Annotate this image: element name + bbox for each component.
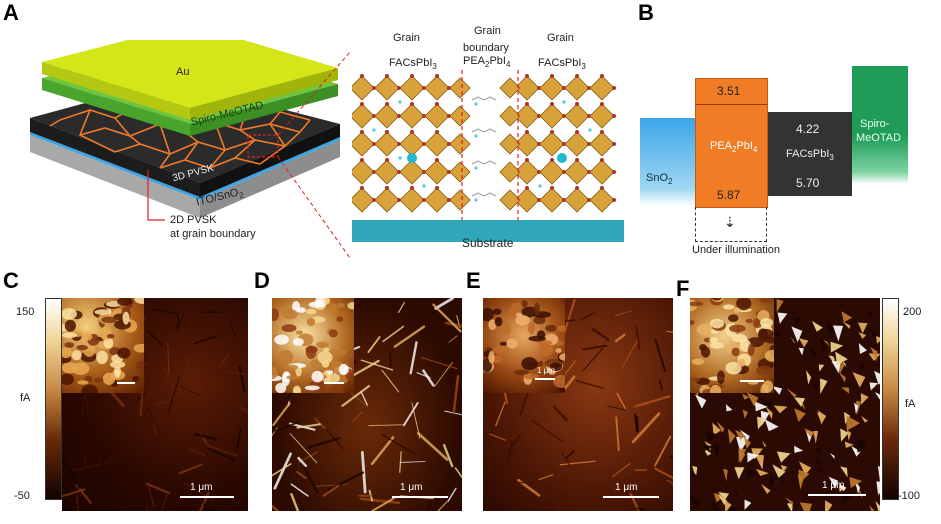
colorbar-right-max: 200	[903, 306, 922, 318]
scalebar-label-f: 1 μm	[822, 480, 845, 491]
scalebar-f	[808, 494, 866, 496]
grain-boundary-label-top: Grain	[474, 25, 501, 37]
substrate-label: Substrate	[462, 236, 514, 250]
scalebar-label-e: 1 μm	[615, 482, 638, 493]
inset-scalebar-f	[740, 380, 764, 382]
spiro-front-face	[42, 78, 190, 136]
grain-right-label: Grain	[547, 32, 574, 44]
pvsk-front-face	[30, 118, 200, 197]
panel-label-b: B	[638, 0, 654, 25]
spiro-label-line1: Spiro-	[860, 118, 890, 130]
panel-label-c: C	[3, 268, 19, 293]
inset-scalebar-d	[324, 382, 344, 384]
grain-left-label: Grain	[393, 32, 420, 44]
callout-line	[147, 170, 165, 221]
pvsk-side-face	[200, 124, 340, 197]
inset-scalebar-e	[535, 378, 555, 380]
device-stack-illustration	[30, 40, 350, 259]
panel-label-a: A	[3, 0, 19, 25]
sno2-line-side	[200, 137, 340, 200]
octahedra-lattice	[352, 74, 616, 213]
facs-band	[768, 112, 852, 196]
afm-map-f: 1 μm	[690, 298, 880, 511]
pea-band-label: PEA2PbI4	[710, 140, 758, 155]
facs-top-value: 4.22	[796, 122, 820, 136]
colorbar-right-unit: fA	[905, 398, 916, 410]
callout-label-line2: at grain boundary	[170, 228, 256, 240]
pea-band	[695, 78, 768, 208]
colorbar-left-unit: fA	[20, 392, 31, 404]
sno2-label: SnO2	[646, 172, 673, 187]
illumination-arrow: ⇣	[724, 214, 736, 230]
afm-inset-d	[272, 298, 358, 397]
colorbar-left-min: -50	[14, 490, 30, 502]
substrate-block	[352, 220, 624, 242]
ito-front-face	[30, 135, 200, 218]
spiro-label-line2: MeOTAD	[856, 132, 902, 144]
scalebar-d	[392, 496, 448, 498]
illumination-dashed-box	[695, 207, 767, 242]
spiro-side-face	[190, 84, 338, 136]
afm-inset-f	[690, 298, 781, 398]
facs-band-label: FACsPbI3	[786, 148, 834, 163]
sno2-line	[30, 132, 200, 200]
spiro-band	[852, 66, 908, 184]
afm-map-d: 1 μm	[272, 298, 462, 511]
callout-label-line1: 2D PVSK	[170, 214, 217, 226]
colorbar-left-max: 150	[16, 306, 35, 318]
facs-bottom-value: 5.70	[796, 176, 820, 190]
panel-label-f: F	[676, 276, 690, 301]
au-front-face	[42, 62, 190, 120]
pea-top-value: 3.51	[717, 84, 741, 98]
illumination-label: Under illumination	[692, 244, 781, 256]
panel-label-d: D	[254, 268, 270, 293]
facs-left-label: FACsPbI3	[389, 57, 437, 72]
scalebar-e	[603, 496, 659, 498]
afm-map-c: 1 μm	[62, 298, 248, 511]
scalebar-c	[180, 496, 234, 498]
zoom-selection-box	[247, 134, 279, 158]
facs-right-label: FACsPbI3	[538, 57, 586, 72]
inset-scalebar-c	[117, 382, 135, 384]
zoom-line-top	[277, 51, 350, 136]
afm-map-e: 1 μm 1 μm	[483, 298, 673, 511]
panel-label-e: E	[466, 268, 481, 293]
inset-scalebar-label-e: 1 μm	[537, 366, 555, 375]
scalebar-label-c: 1 μm	[190, 482, 213, 493]
colorbar-right-min: -100	[898, 490, 921, 502]
sno2-band	[640, 118, 695, 206]
colorbar-right	[882, 298, 899, 500]
pea-bottom-value: 5.87	[717, 188, 741, 202]
crystal-structure-illustration	[352, 70, 624, 242]
pea-label: PEA2PbI4	[463, 55, 511, 70]
pea-band-divider	[695, 104, 767, 105]
scalebar-label-d: 1 μm	[400, 482, 423, 493]
afm-inset-e: 1 μm	[483, 298, 573, 393]
layer-label-au: Au	[176, 66, 190, 78]
ito-side-face	[200, 140, 340, 218]
grain-boundary-label-mid: boundary	[463, 42, 509, 54]
afm-inset-c	[62, 298, 152, 399]
colorbar-left	[45, 298, 62, 500]
au-top-face	[42, 40, 338, 108]
au-side-face	[190, 68, 338, 120]
